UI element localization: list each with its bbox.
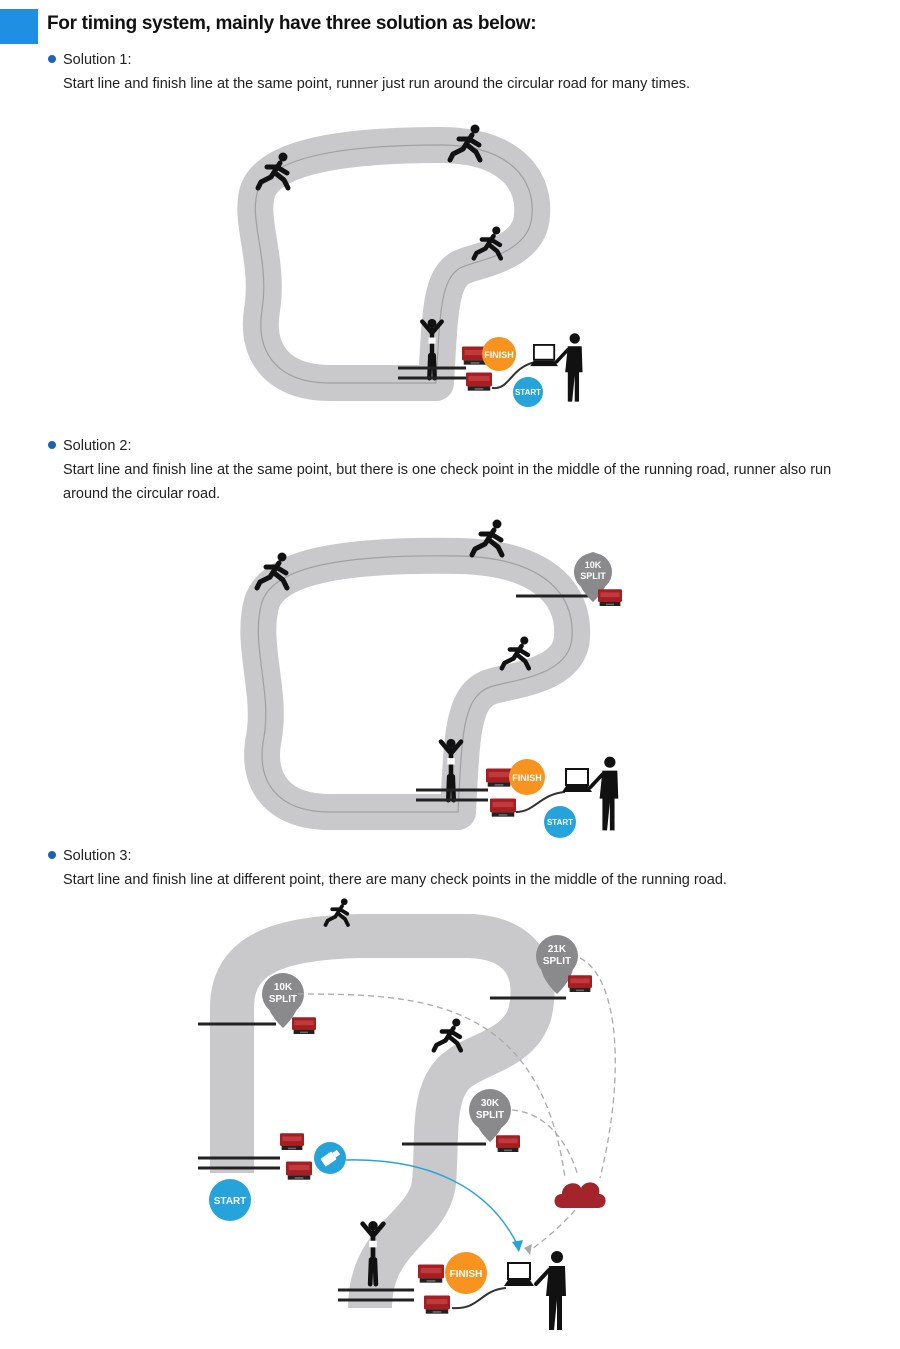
solution-2-description: Start line and finish line at the same p…	[63, 462, 832, 502]
timing-device-icon	[466, 372, 492, 391]
split-label-top: 21K	[548, 944, 567, 955]
start-label: START	[547, 818, 573, 827]
cable	[515, 791, 566, 813]
timing-device-icon	[486, 768, 512, 787]
track	[237, 127, 551, 401]
split-label-bottom: SPLIT	[543, 956, 571, 967]
track	[210, 914, 555, 1310]
start-badge: START	[544, 806, 576, 838]
cable	[451, 1287, 507, 1310]
split-label-top: 30K	[481, 1098, 500, 1109]
solution-3-diagram: START 10K SPLIT 21K SPLIT 30K SPLIT	[198, 896, 616, 1338]
runner-icon	[434, 1018, 461, 1050]
solution-2-title: Solution 2:	[63, 438, 132, 454]
finish-label: FINISH	[450, 1269, 483, 1280]
laptop-icon	[561, 768, 593, 793]
finish-label: FINISH	[484, 350, 514, 360]
header-accent-block	[0, 9, 38, 44]
start-badge: START	[513, 377, 543, 407]
timing-device-icon	[424, 1295, 450, 1314]
solution-3-text: Solution 3: Start line and finish line a…	[48, 844, 838, 892]
split-pin-10k: 10K SPLIT	[262, 973, 304, 1028]
operator-icon	[554, 331, 585, 404]
solution-1-description: Start line and finish line at the same p…	[63, 76, 691, 92]
operator-icon	[588, 754, 621, 833]
split-pin-10k: 10K SPLIT	[574, 552, 612, 602]
timing-device-icon	[418, 1264, 444, 1283]
start-badge: START	[209, 1179, 251, 1221]
solution-2-text: Solution 2: Start line and finish line a…	[48, 434, 838, 506]
timing-device-icon	[280, 1133, 304, 1150]
laptop-icon	[503, 1262, 535, 1287]
split-label-bottom: SPLIT	[476, 1110, 504, 1121]
finish-label: FINISH	[512, 773, 542, 783]
track	[240, 537, 591, 830]
split-label-top: 10K	[585, 560, 602, 570]
usb-drive-icon	[314, 1142, 346, 1174]
finish-badge: FINISH	[482, 337, 516, 371]
bullet-icon	[48, 441, 56, 449]
page-title: For timing system, mainly have three sol…	[47, 13, 537, 34]
split-pin-21k: 21K SPLIT	[536, 935, 578, 994]
split-label-bottom: SPLIT	[269, 994, 297, 1005]
timing-device-icon	[490, 798, 516, 817]
timing-device-icon	[286, 1161, 312, 1180]
split-label-bottom: SPLIT	[580, 571, 606, 581]
data-links	[297, 957, 616, 1253]
solution-1-title: Solution 1:	[63, 52, 132, 68]
bullet-icon	[48, 851, 56, 859]
timing-device-icon	[292, 1017, 316, 1034]
solution-2-diagram: FINISH START 10K SPLIT	[240, 512, 622, 838]
bullet-icon	[48, 55, 56, 63]
solution-1-diagram: FINISH START	[237, 100, 585, 407]
data-transfer-arrow	[345, 1159, 519, 1247]
start-label: START	[214, 1196, 247, 1207]
timing-device-icon	[568, 975, 592, 992]
split-label-top: 10K	[274, 982, 293, 993]
finish-badge: FINISH	[509, 759, 545, 795]
cloud-icon	[554, 1182, 606, 1208]
solution-3-description: Start line and finish line at different …	[63, 872, 727, 888]
cable	[491, 361, 536, 390]
laptop-icon	[529, 343, 559, 368]
start-label: START	[515, 388, 541, 397]
finish-badge: FINISH	[445, 1252, 487, 1294]
split-pin-30k: 30K SPLIT	[469, 1089, 511, 1142]
timing-device-icon	[598, 589, 622, 606]
operator-icon	[536, 1251, 566, 1330]
solution-3-title: Solution 3:	[63, 848, 132, 864]
timing-device-icon	[496, 1135, 520, 1152]
solution-1-text: Solution 1: Start line and finish line a…	[48, 48, 838, 96]
